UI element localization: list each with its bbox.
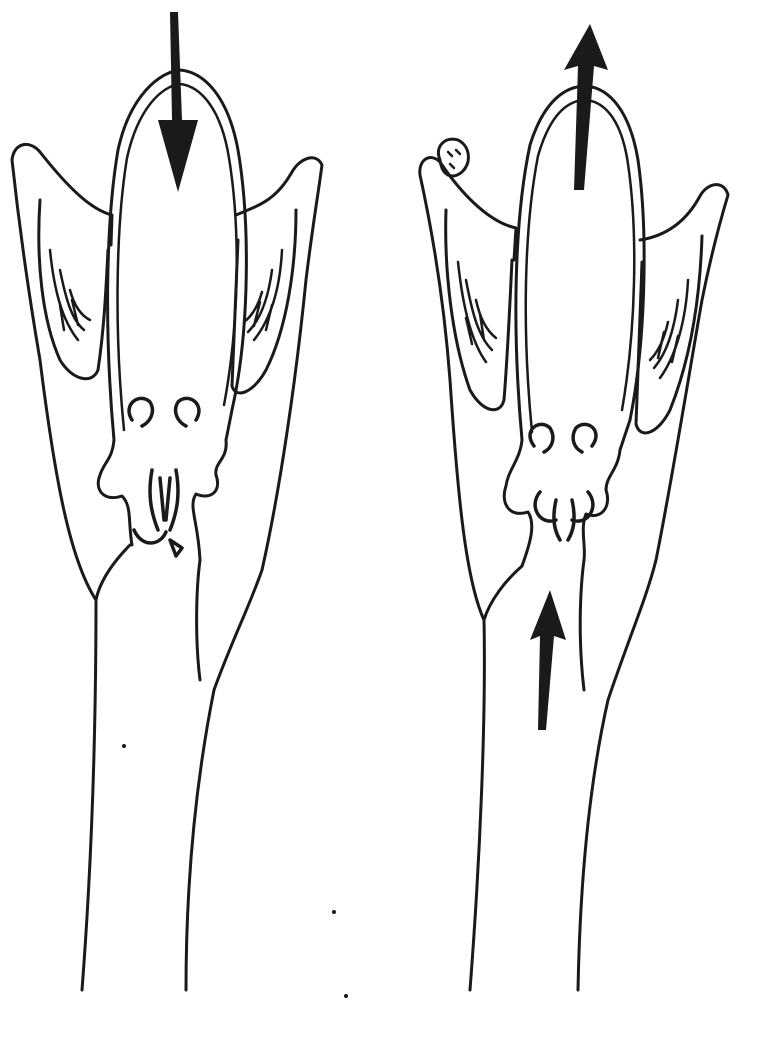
right-valve-folds [530,424,596,540]
right-nodule-dots [448,150,460,168]
right-figure [420,24,728,990]
speck-3 [344,994,348,998]
left-downward-arrow [158,12,198,192]
left-side-pouch-l-hatch [50,250,90,340]
left-valve-folds [129,398,199,556]
right-upward-arrow-lower [530,590,566,730]
left-outer-body [12,144,322,990]
left-figure [12,12,322,990]
left-inner-tube [96,545,200,680]
right-side-pouch-r [636,236,702,433]
left-side-pouch-r-hatch [244,250,282,340]
right-side-pouch-l-hatch [458,262,496,362]
speck-1 [122,744,126,748]
left-side-pouch-l [39,200,108,379]
speck-2 [332,910,336,914]
right-inner-tube [484,560,584,690]
right-side-pouch-r-hatch [650,280,688,378]
right-valve-outline [504,440,620,566]
right-nodule [438,139,468,176]
